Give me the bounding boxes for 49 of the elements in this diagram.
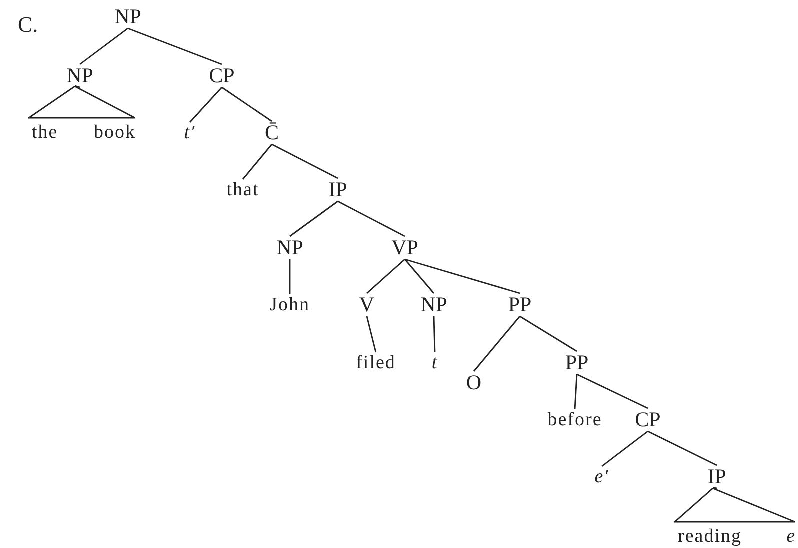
tree-branch — [80, 28, 128, 66]
tree-branch — [290, 200, 338, 238]
tree-branch — [576, 374, 648, 410]
category-label: NP — [274, 236, 306, 260]
word-label: the — [32, 123, 58, 142]
category-label: V — [357, 294, 377, 316]
tree-branch — [366, 316, 377, 353]
category-label: VP — [390, 236, 420, 260]
category-label: NP — [64, 64, 96, 88]
tree-branch — [366, 258, 406, 294]
word-label: t — [430, 352, 440, 374]
tree-branch — [404, 258, 520, 294]
category-label: NP — [112, 6, 144, 28]
subtree-triangle — [674, 488, 796, 546]
tree-branch — [272, 144, 338, 180]
word-label: that — [224, 180, 262, 200]
tree-branch — [520, 316, 578, 352]
tree-branch — [338, 200, 406, 238]
category-label: PP — [506, 294, 534, 316]
example-label: C. — [18, 14, 38, 36]
word-label: t′ — [182, 122, 198, 144]
category-label: CP — [633, 408, 663, 432]
tree-branch — [242, 144, 273, 180]
word-label: before — [546, 410, 604, 430]
tree-branch — [189, 87, 223, 123]
tree-branch — [602, 430, 648, 468]
word-label: book — [94, 123, 136, 142]
tree-branch — [433, 316, 436, 353]
tree-branch — [289, 260, 291, 294]
word-label: reading — [678, 527, 742, 546]
word-label: John — [268, 294, 312, 316]
category-label: O — [464, 372, 484, 394]
word-label: e′ — [592, 466, 612, 488]
category-label: IP — [706, 466, 728, 488]
tree-branch — [222, 86, 272, 122]
category-label: NP — [418, 294, 450, 316]
tree-branch — [128, 28, 222, 66]
category-label: CP — [207, 64, 237, 88]
category-label: IP — [326, 178, 350, 202]
tree-branch — [74, 85, 80, 88]
word-label: e — [786, 527, 796, 546]
tree-branch — [574, 374, 578, 410]
tree-branch — [712, 487, 718, 490]
tree-branch — [648, 430, 718, 466]
category-label: C̄ — [263, 122, 281, 144]
tree-branch — [404, 259, 435, 294]
word-label: filed — [354, 352, 398, 374]
category-label: PP — [563, 352, 591, 374]
tree-branch — [473, 316, 521, 372]
